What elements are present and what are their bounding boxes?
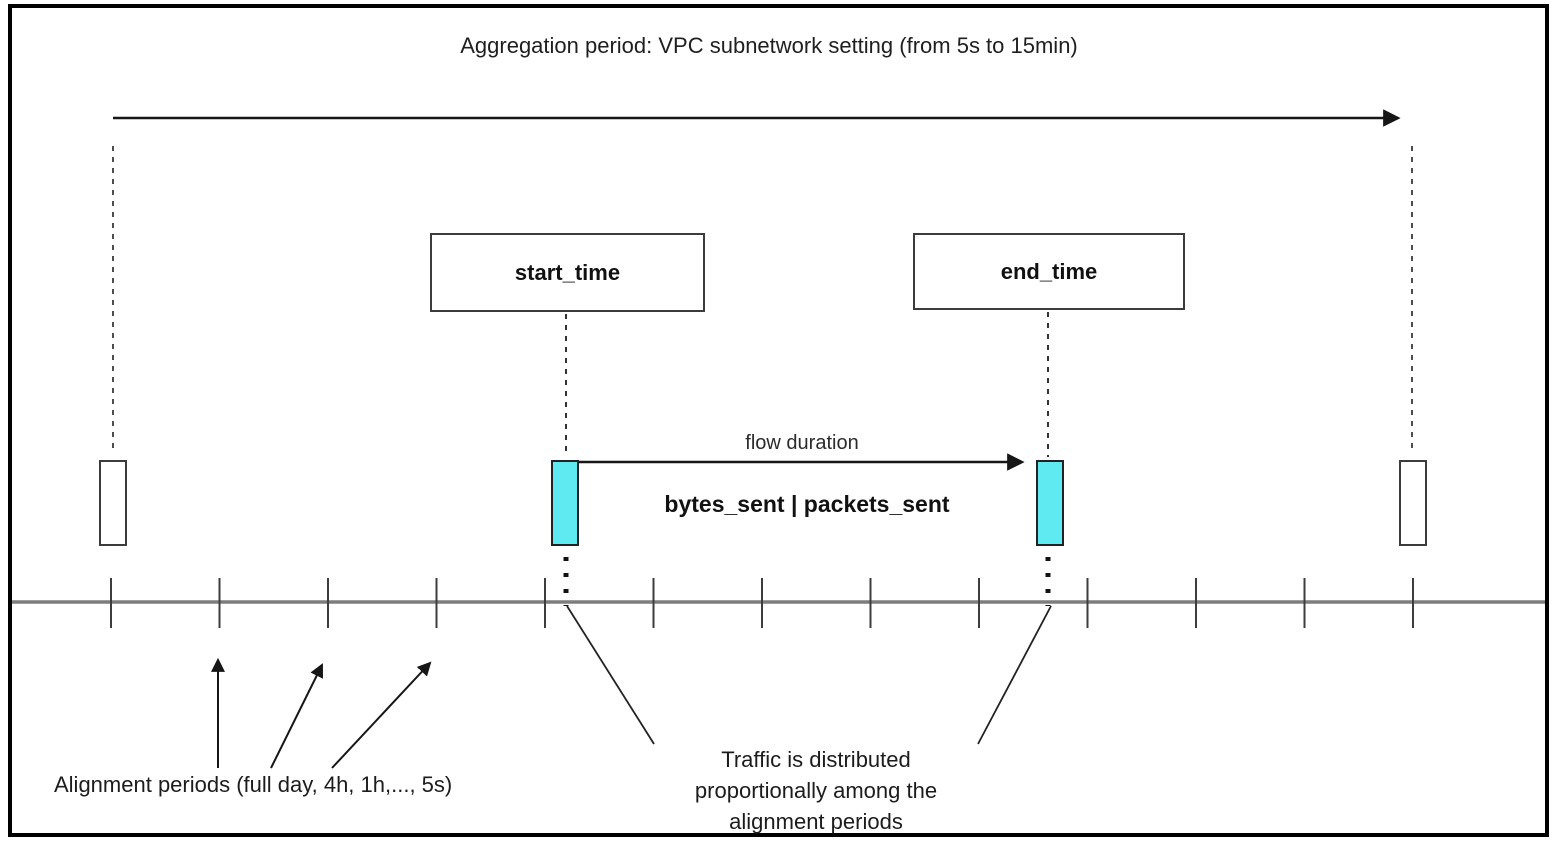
flow-start-marker (551, 460, 579, 546)
left-boundary-marker (99, 460, 127, 546)
flow-duration-label: flow duration (745, 432, 859, 454)
traffic-note-leader-left (566, 605, 655, 745)
start-time-box: start_time (430, 233, 705, 312)
traffic-note-line-2: proportionally among the (694, 778, 938, 803)
right-boundary-marker (1399, 460, 1427, 546)
timeline-ticks (110, 578, 1414, 628)
traffic-distribution-note: Traffic is distributed proportionally am… (695, 744, 937, 837)
start-time-label: start_time (514, 259, 621, 285)
traffic-note-leader-right (977, 605, 1052, 745)
alignment-arrow-3 (331, 661, 432, 769)
diagram-title: Aggregation period: VPC subnetwork setti… (460, 33, 1078, 58)
traffic-note-line-1: Traffic is distributed (721, 747, 911, 772)
traffic-note-line-3: alignment periods (729, 809, 903, 834)
end-time-label: end_time (1000, 258, 1098, 284)
flow-end-marker (1036, 460, 1064, 546)
flow-metrics-label: bytes_sent | packets_sent (664, 491, 950, 517)
alignment-arrow-2 (270, 663, 323, 769)
alignment-periods-label: Alignment periods (full day, 4h, 1h,...,… (54, 772, 453, 797)
end-time-box: end_time (913, 233, 1185, 310)
